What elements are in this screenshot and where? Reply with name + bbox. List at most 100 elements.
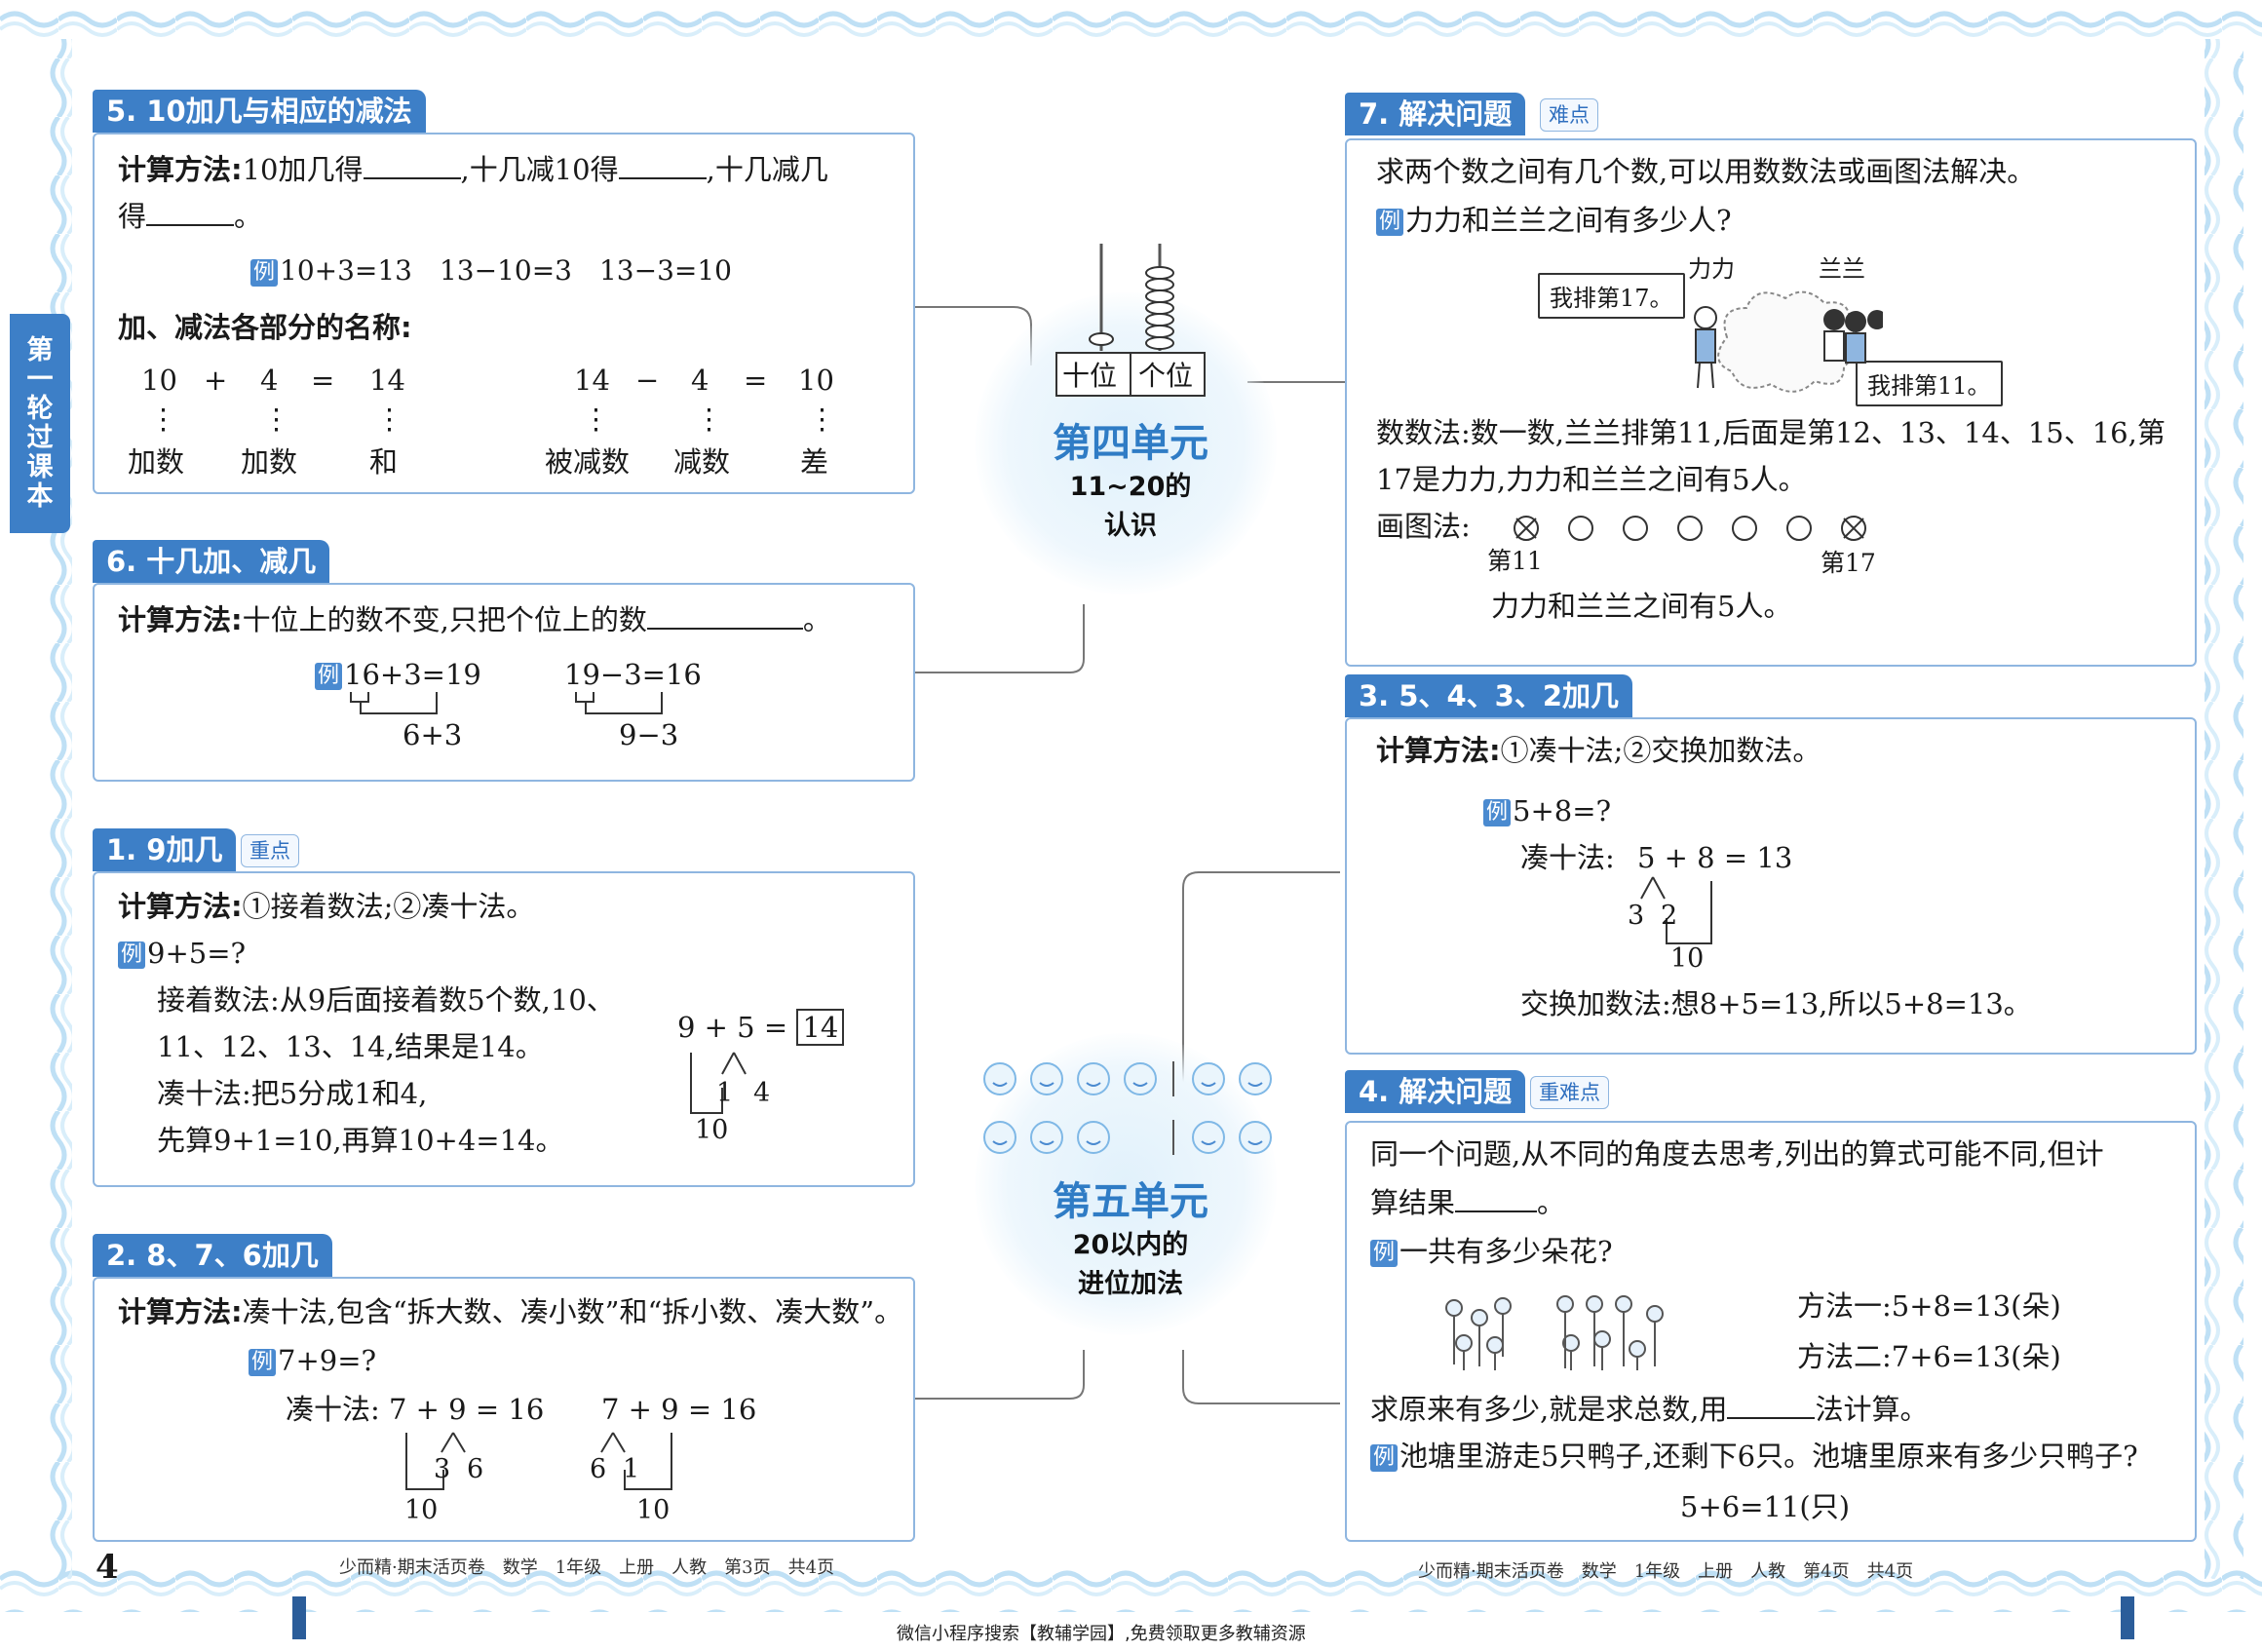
example-badge: 例 — [1370, 1444, 1398, 1472]
s5-name-minuend: 被减数 — [545, 445, 631, 479]
s1-split-diagram — [690, 1052, 747, 1114]
smiley-flowers-icon — [983, 1061, 1272, 1155]
s5-add-eq: = — [311, 364, 335, 397]
s6-example-1-sub: 6+3 — [403, 718, 463, 751]
s1-ten: 10 — [695, 1115, 729, 1145]
page-number: 4 — [96, 1548, 119, 1587]
s5-dots-5: ⋮ — [695, 403, 723, 436]
s4-method-1: 方法一:5+8=13(朵) — [1797, 1289, 2061, 1323]
s6-split-bracket-1 — [350, 692, 438, 714]
s5-sub-10: 10 — [798, 364, 834, 397]
s6-example-2-sub: 9−3 — [619, 718, 679, 751]
s7-name-lili: 力力 — [1688, 255, 1735, 283]
s7-mark-11: 第11 — [1487, 547, 1543, 575]
s7-name-lanlan: 兰兰 — [1819, 255, 1865, 283]
unit5-subtitle-1: 20以内的 — [1072, 1230, 1189, 1260]
unit5-subtitle-2: 进位加法 — [1078, 1269, 1183, 1299]
s4-example-1: 例一共有多少朵花? — [1370, 1232, 1613, 1271]
s1-diagram-expr: 9 + 5 = 14 — [677, 1008, 845, 1047]
s7-tag: 难点 — [1540, 98, 1598, 132]
s5-dots-3: ⋮ — [375, 403, 403, 436]
s1-line-4: 先算9+1=10,再算10+4=14。 — [157, 1124, 564, 1157]
example-badge: 例 — [1483, 799, 1511, 826]
s7-count-line-1: 数数法:数一数,兰兰排第11,后面是第12、13、14、15、16,第 — [1376, 416, 2166, 449]
s2-d1-b: 6 — [467, 1454, 484, 1484]
s2-d1-ten: 10 — [404, 1495, 439, 1525]
s5-add-4: 4 — [260, 364, 279, 397]
unit4-bubble — [975, 292, 1277, 595]
s4-blank-2[interactable] — [1727, 1388, 1816, 1419]
unit4-subtitle-2: 认识 — [1104, 511, 1157, 541]
s1-method: 计算方法:①接着数法;②凑十法。 — [118, 890, 535, 923]
s7-draw-label: 画图法: — [1376, 510, 1471, 543]
s3-d-label: 凑十法: — [1520, 841, 1615, 874]
side-tab: 第一轮 过课本 — [10, 314, 70, 533]
s5-add-10: 10 — [141, 364, 177, 397]
example-badge: 例 — [315, 663, 342, 690]
example-badge: 例 — [250, 258, 278, 287]
s2-d1-label: 凑十法: — [286, 1393, 380, 1426]
example-badge: 例 — [118, 941, 145, 969]
example-badge: 例 — [1370, 1240, 1398, 1267]
s5-add-14: 14 — [369, 364, 405, 397]
s1-line-2: 11、12、13、14,结果是14。 — [157, 1030, 544, 1063]
s4-answer: 5+6=11(只) — [1680, 1490, 1851, 1523]
flowers-illustration — [1445, 1295, 1664, 1370]
footer-left-info: 少而精·期末活页卷 数学 1年级 上册 人教 第3页 共4页 — [339, 1557, 835, 1578]
s5-blank-1[interactable] — [363, 148, 461, 179]
s4-example-2: 例池塘里游走5只鸭子,还剩下6只。池塘里原来有多少只鸭子? — [1370, 1437, 2138, 1476]
s5-method-line2: 得。 — [118, 195, 262, 236]
s5-name-difference: 差 — [800, 445, 829, 479]
s3-method: 计算方法:①凑十法;②交换加数法。 — [1376, 734, 1821, 767]
s1-split-a: 1 — [716, 1078, 734, 1108]
s4-line-1: 同一个问题,从不同的角度去思考,列出的算式可能不同,但计 — [1370, 1137, 2104, 1171]
example-badge: 例 — [249, 1349, 276, 1376]
unit5-title: 第五单元 — [1053, 1179, 1208, 1224]
s4-tag: 重难点 — [1530, 1076, 1609, 1109]
s5-dots-6: ⋮ — [808, 403, 836, 436]
s3-d-b: 2 — [1661, 901, 1678, 931]
s7-bubble-lili: 我排第17。 — [1538, 273, 1685, 319]
s5-blank-3[interactable] — [146, 195, 235, 226]
s3-swap: 交换加数法:想8+5=13,所以5+8=13。 — [1520, 987, 2032, 1020]
s7-example: 例力力和兰兰之间有多少人? — [1376, 201, 1732, 240]
s4-method-2: 方法二:7+6=13(朵) — [1797, 1340, 2061, 1373]
s5-blank-2[interactable] — [618, 148, 707, 179]
section-6-heading: 6. 十几加、减几 — [93, 540, 330, 583]
s4-blank-1[interactable] — [1455, 1181, 1538, 1212]
s5-sub-minus: − — [635, 364, 660, 397]
abacus-icon — [1055, 244, 1206, 397]
s2-d1-expr: 7 + 9 = 16 — [389, 1393, 545, 1426]
s6-method: 计算方法:十位上的数不变,只把个位上的数。 — [118, 598, 831, 639]
section-1-heading: 1. 9加几 — [93, 828, 237, 871]
unit4-title: 第四单元 — [1053, 421, 1208, 466]
s3-d-ten: 10 — [1670, 943, 1705, 974]
section-4-box: 同一个问题,从不同的角度去思考,列出的算式可能不同,但计 算结果。 例一共有多少… — [1345, 1121, 2197, 1542]
s2-d2-split — [600, 1432, 672, 1490]
s5-name-addend1: 加数 — [128, 445, 185, 479]
s4-line-2: 算结果。 — [1370, 1181, 1565, 1222]
s4-line-3: 求原来有多少,就是求总数,用法计算。 — [1370, 1388, 1928, 1429]
s5-dots-1: ⋮ — [149, 403, 177, 436]
s6-example-2: 19−3=16 — [564, 658, 702, 691]
s7-circle-diagram — [1514, 516, 1866, 541]
section-5-heading: 5. 10加几与相应的减法 — [93, 90, 426, 133]
s2-d2-expr: 7 + 9 = 16 — [601, 1393, 757, 1426]
section-4-heading: 4. 解决问题 — [1345, 1070, 1526, 1113]
section-7-box: 求两个数之间有几个数,可以用数数法或画图法解决。 例力力和兰兰之间有多少人? 我… — [1345, 138, 2197, 667]
s5-add-plus: + — [204, 364, 228, 397]
s5-name-addend2: 加数 — [241, 445, 298, 479]
s6-blank[interactable] — [646, 598, 803, 630]
s5-sub-14: 14 — [574, 364, 610, 397]
s7-bubble-lanlan: 我排第11。 — [1856, 361, 2003, 406]
